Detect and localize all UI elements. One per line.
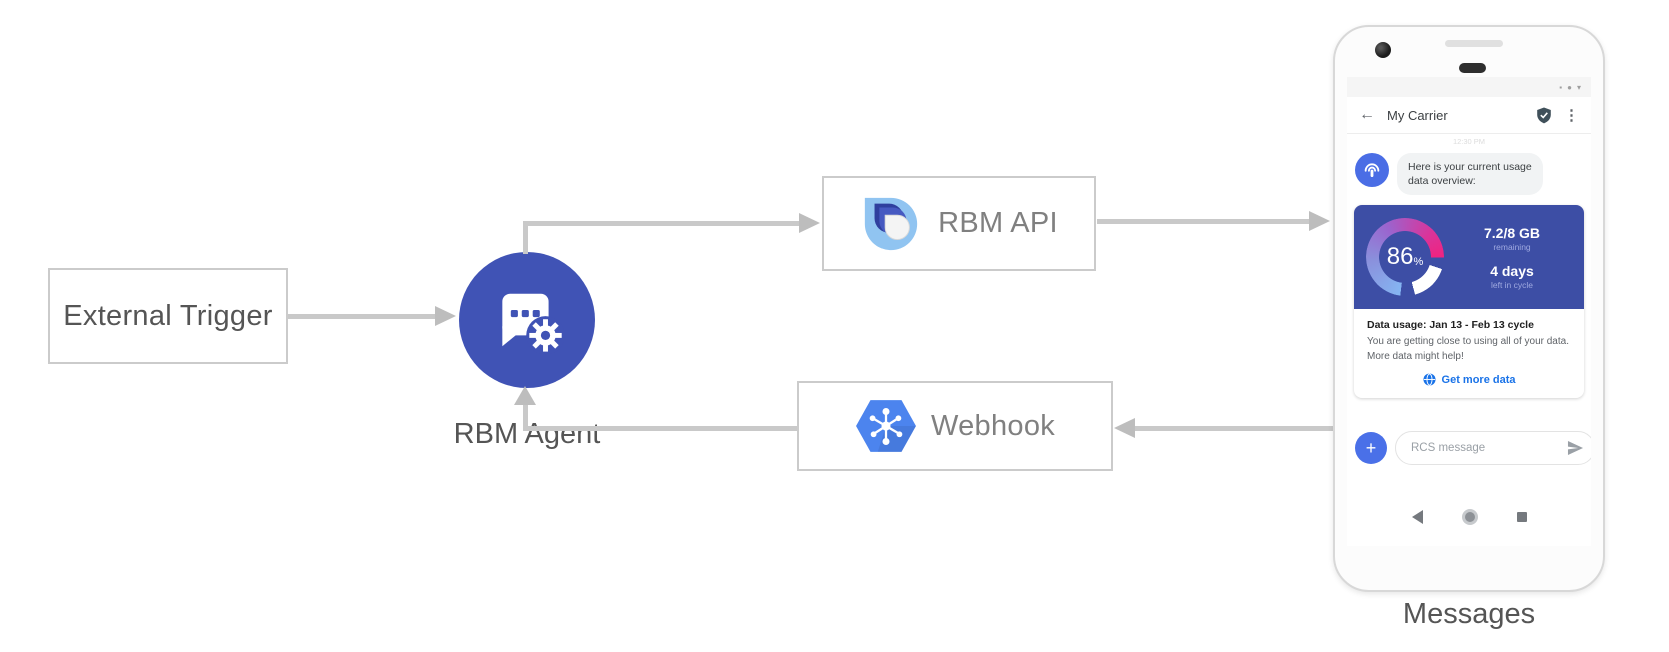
get-more-data-button[interactable]: Get more data [1367, 373, 1571, 386]
rbm-agent-node [459, 252, 595, 388]
gauge-percent: 86 [1386, 243, 1414, 271]
nav-recents-icon[interactable] [1516, 512, 1527, 522]
overflow-menu-icon[interactable]: ⋮ [1564, 107, 1579, 124]
globe-icon [1422, 373, 1436, 386]
external-trigger-label: External Trigger [63, 299, 273, 332]
rbm-api-label: RBM API [938, 207, 1058, 239]
arrow-phone-to-webhook-head [1114, 418, 1135, 438]
hexagon-network-icon [855, 400, 916, 452]
usage-card-text: You are getting close to using all of yo… [1367, 335, 1571, 364]
message-composer: + [1355, 430, 1591, 466]
front-camera [1375, 42, 1391, 58]
conversation-title: My Carrier [1387, 107, 1448, 123]
status-battery-icon: ▾ [1576, 82, 1581, 92]
usage-card-text-line2: More data might help! [1367, 350, 1464, 362]
arrow-phone-to-webhook-line [1134, 426, 1333, 431]
usage-card-text-line1: You are getting close to using all of yo… [1367, 336, 1569, 348]
webhook-box: Webhook [797, 381, 1113, 471]
speaker-grille [1445, 40, 1503, 47]
data-remaining-label: remaining [1493, 241, 1531, 252]
nav-home-icon[interactable] [1464, 512, 1475, 522]
phone-screen: ▪ ● ▾ ← My Carrier ⋮ 12:30 PM [1347, 77, 1591, 546]
external-trigger-box: External Trigger [48, 268, 288, 364]
phone-caption: Messages [1402, 598, 1536, 630]
phone-mockup: ▪ ● ▾ ← My Carrier ⋮ 12:30 PM [1333, 25, 1605, 592]
incoming-message-row: Here is your current usage data overview… [1355, 153, 1583, 196]
rcs-input-pill [1395, 431, 1591, 465]
usage-card-body: Data usage: Jan 13 - Feb 13 cycle You ar… [1354, 309, 1584, 398]
rbm-api-box: RBM API [822, 176, 1096, 271]
webhook-label: Webhook [930, 409, 1056, 442]
bubble-text-line1: Here is your current usage [1408, 161, 1532, 173]
usage-gauge-panel: 86 % 7.2/8 GB remaining 4 days left in c… [1354, 205, 1584, 310]
bubble-text-line2: data overview: [1408, 175, 1476, 188]
arrow-api-to-phone-head [1309, 211, 1330, 231]
days-left-label: left in cycle [1490, 279, 1534, 290]
arrow-trigger-to-agent-line [288, 314, 436, 319]
usage-card-title: Data usage: Jan 13 - Feb 13 cycle [1367, 319, 1534, 332]
days-left-value: 4 days [1490, 262, 1534, 279]
rcs-drop-logo [864, 197, 918, 250]
usage-rich-card: 86 % 7.2/8 GB remaining 4 days left in c… [1354, 205, 1584, 399]
shield-check-icon [1537, 107, 1551, 123]
status-signal-icon: ● [1567, 82, 1572, 92]
message-bubble: Here is your current usage data overview… [1397, 153, 1543, 196]
arrow-webhook-to-agent-head [514, 386, 536, 405]
gauge-center-label: 86 % [1366, 218, 1444, 296]
arrow-agent-to-api-head [799, 213, 820, 233]
carrier-avatar [1355, 153, 1389, 187]
arrow-agent-to-api-vline [523, 226, 528, 254]
back-arrow-icon[interactable]: ← [1359, 106, 1375, 123]
plus-icon: + [1365, 437, 1377, 458]
gauge-percent-sign: % [1413, 256, 1424, 269]
usage-stats: 7.2/8 GB remaining 4 days left in cycle [1444, 225, 1576, 290]
data-remaining-value: 7.2/8 GB [1483, 224, 1541, 241]
nav-back-icon[interactable] [1411, 510, 1423, 524]
arrow-trigger-to-agent-head [435, 306, 456, 326]
get-more-data-label: Get more data [1441, 373, 1516, 386]
conversation-timestamp: 12:30 PM [1452, 137, 1486, 146]
arrow-webhook-to-agent-hline [525, 426, 797, 431]
android-navbar [1347, 510, 1591, 524]
arrow-api-to-phone-line [1097, 219, 1309, 224]
attach-plus-button[interactable]: + [1355, 432, 1387, 464]
status-wifi-icon: ▪ [1559, 82, 1563, 92]
rcs-message-input[interactable] [1409, 441, 1567, 455]
status-bar: ▪ ● ▾ [1347, 77, 1591, 97]
arrow-webhook-to-agent-vline [523, 403, 528, 431]
earpiece [1459, 63, 1486, 73]
gauge-ring [1366, 218, 1444, 297]
carrier-broadcast-icon [1364, 163, 1380, 178]
conversation-header: ← My Carrier ⋮ [1347, 97, 1591, 134]
stats-spacer [1448, 252, 1576, 263]
usage-gauge: 86 % [1366, 218, 1444, 297]
chat-bubble-gear-icon [502, 293, 564, 355]
send-icon[interactable] [1567, 440, 1584, 456]
arrow-agent-to-api-hline [523, 221, 799, 226]
